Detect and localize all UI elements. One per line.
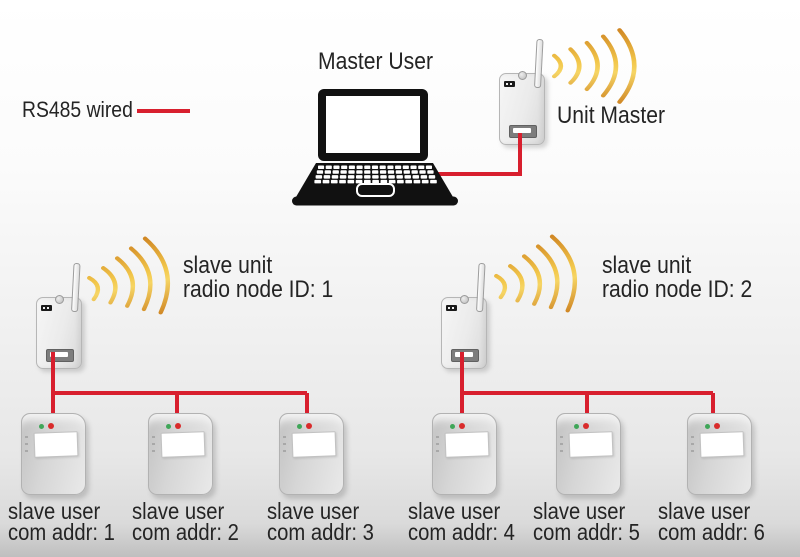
radio-waves-icon-slave-1 — [84, 236, 175, 326]
radio-waves-icon-master — [554, 30, 634, 102]
antenna-icon — [476, 262, 486, 313]
green-led-icon — [450, 424, 455, 429]
device-display — [33, 431, 79, 458]
slave-unit-1-line1: slave unit — [183, 252, 273, 279]
slave-user-2-label: slave user com addr: 2 — [132, 498, 239, 545]
red-led-icon — [48, 423, 54, 429]
slave-unit-2-device — [441, 262, 487, 369]
vent-slots-icon — [436, 436, 439, 452]
slave-user-6-line2: com addr: 6 — [658, 519, 765, 545]
red-led-icon — [583, 423, 589, 429]
slave-user-1-line1: slave user — [8, 498, 101, 524]
device-display — [444, 431, 490, 458]
vent-slots-icon — [691, 436, 694, 452]
slave-user-3-line1: slave user — [267, 498, 360, 524]
red-led-icon — [175, 423, 181, 429]
slave-user-1-device — [21, 413, 86, 495]
bus-wire-right — [460, 352, 715, 413]
device-label-sticker — [446, 305, 457, 311]
device-label-sticker — [504, 81, 515, 87]
green-led-icon — [574, 424, 579, 429]
vent-slots-icon — [25, 436, 28, 452]
red-led-icon — [306, 423, 312, 429]
screw-icon — [460, 295, 469, 304]
slave-user-4-label: slave user com addr: 4 — [408, 498, 515, 545]
slave-user-5-line2: com addr: 5 — [533, 519, 640, 545]
slave-user-6-line1: slave user — [658, 498, 751, 524]
slave-user-5-device — [556, 413, 621, 495]
slave-user-1-line2: com addr: 1 — [8, 519, 115, 545]
legend-label: RS485 wired — [22, 97, 133, 122]
master-user-label: Master User — [318, 48, 434, 75]
red-led-icon — [459, 423, 465, 429]
screw-icon — [518, 71, 527, 80]
device-label-sticker — [41, 305, 52, 311]
slave-user-2-device — [148, 413, 213, 495]
device-display — [291, 431, 337, 458]
rs485-port-icon — [451, 349, 479, 362]
laptop-icon — [292, 89, 458, 206]
vent-slots-icon — [152, 436, 155, 452]
bus-wire-left — [51, 352, 309, 413]
slave-user-4-line2: com addr: 4 — [408, 519, 515, 545]
antenna-icon — [534, 38, 544, 89]
antenna-icon — [71, 262, 81, 313]
slave-user-6-label: slave user com addr: 6 — [658, 498, 765, 545]
red-led-icon — [714, 423, 720, 429]
rs485-port-icon — [46, 349, 74, 362]
green-led-icon — [166, 424, 171, 429]
slave-user-5-line1: slave user — [533, 498, 626, 524]
slave-unit-1-label: slave unit radio node ID: 1 — [183, 254, 333, 302]
slave-user-6-device — [687, 413, 752, 495]
screw-icon — [55, 295, 64, 304]
slave-user-2-line2: com addr: 2 — [132, 519, 239, 545]
device-display — [160, 431, 206, 458]
unit-master-label: Unit Master — [557, 102, 665, 129]
slave-user-3-line2: com addr: 3 — [267, 519, 374, 545]
slave-unit-2-line2: radio node ID: 2 — [602, 276, 753, 303]
green-led-icon — [39, 424, 44, 429]
slave-user-5-label: slave user com addr: 5 — [533, 498, 640, 545]
rs485-port-icon — [509, 125, 537, 138]
slave-unit-2-line1: slave unit — [602, 252, 692, 279]
keyboard-keys — [314, 165, 437, 184]
slave-user-4-line1: slave user — [408, 498, 501, 524]
slave-unit-2-label: slave unit radio node ID: 2 — [602, 254, 752, 302]
unit-master-device — [499, 38, 545, 145]
radio-waves-icon-slave-2 — [491, 234, 582, 324]
green-led-icon — [297, 424, 302, 429]
slave-unit-1-line2: radio node ID: 1 — [183, 276, 334, 303]
slave-user-3-label: slave user com addr: 3 — [267, 498, 374, 545]
slave-user-4-device — [432, 413, 497, 495]
green-led-icon — [705, 424, 710, 429]
slave-user-2-line1: slave user — [132, 498, 225, 524]
vent-slots-icon — [283, 436, 286, 452]
vent-slots-icon — [560, 436, 563, 452]
slave-user-1-label: slave user com addr: 1 — [8, 498, 115, 545]
slave-unit-1-device — [36, 262, 82, 369]
device-display — [699, 431, 745, 458]
slave-user-3-device — [279, 413, 344, 495]
device-display — [568, 431, 614, 458]
